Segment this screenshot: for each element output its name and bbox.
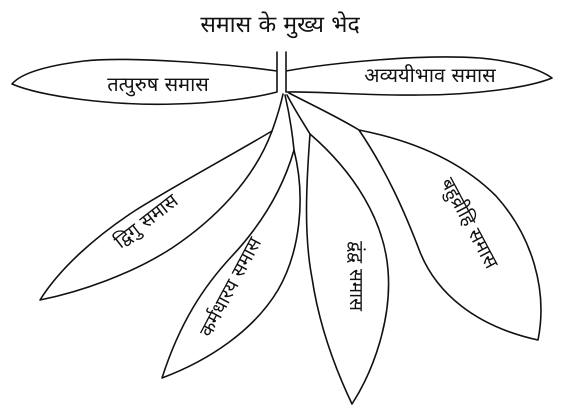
stem-bahuvrihi — [289, 93, 359, 130]
stem-dvigu — [272, 94, 283, 131]
leaf-label-dvandva: द्वंद्व समास — [345, 241, 367, 312]
stem-karmadharaya — [285, 95, 294, 150]
stem-dvandva — [287, 95, 310, 134]
leaf-label-tatpurush: तत्पुरुष समास — [107, 72, 209, 97]
leaf-label-avyayibhav: अव्ययीभाव समास — [364, 63, 496, 87]
diagram-title: समास के मुख्य भेद — [200, 11, 360, 39]
